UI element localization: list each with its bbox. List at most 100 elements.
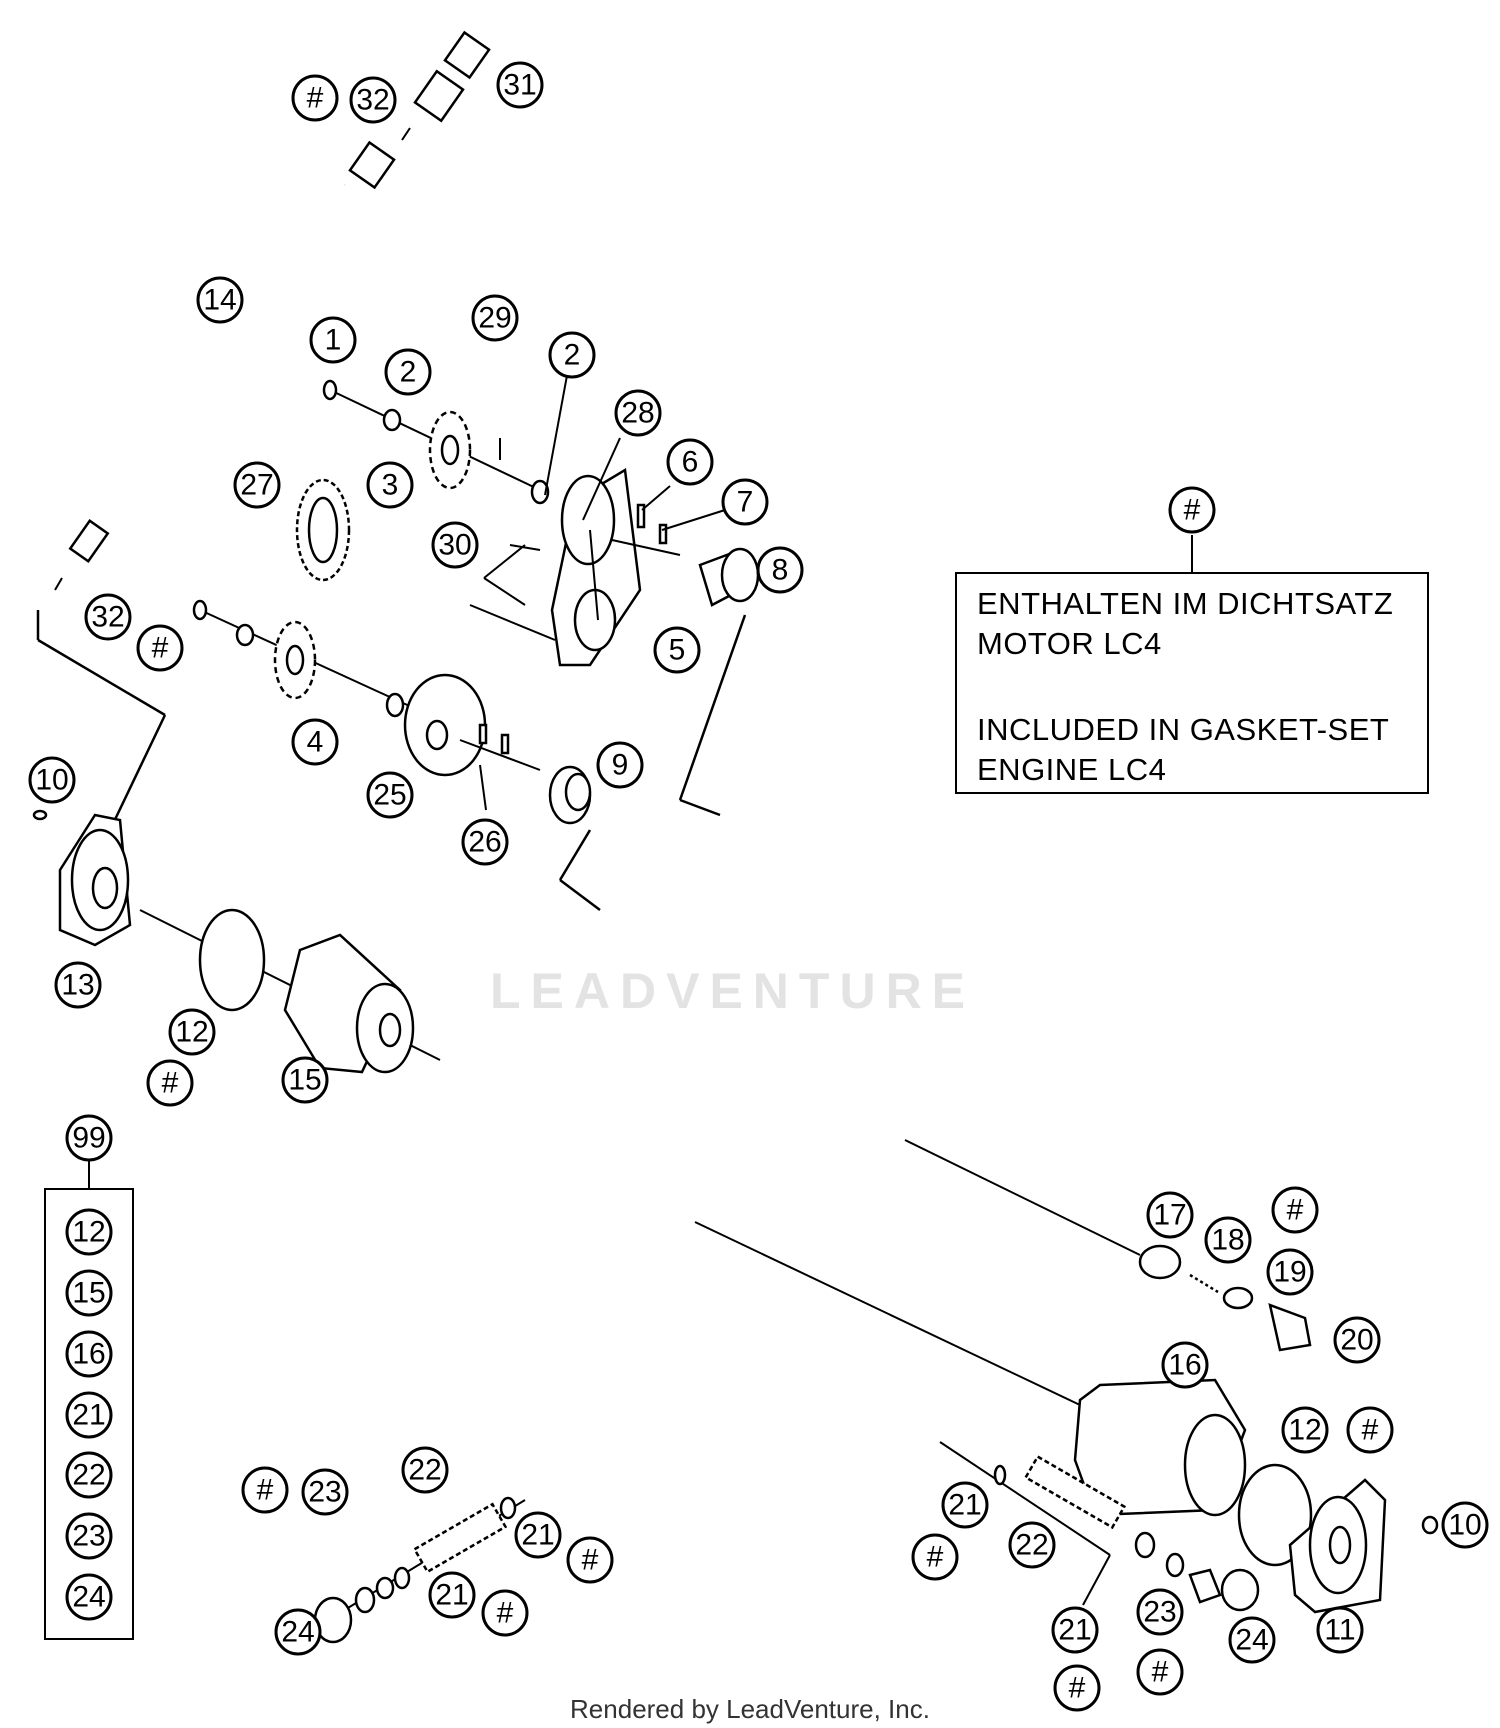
- svg-text:#: #: [1152, 1656, 1169, 1689]
- svg-text:#: #: [497, 1597, 514, 1630]
- callout-31: 31: [496, 61, 544, 109]
- svg-text:#: #: [1362, 1414, 1379, 1447]
- svg-text:14: 14: [203, 284, 236, 317]
- svg-text:12: 12: [1288, 1414, 1321, 1447]
- gasket-set-note: ENTHALTEN IM DICHTSATZ MOTOR LC4 INCLUDE…: [955, 572, 1429, 794]
- callout-24: 24: [1228, 1616, 1276, 1664]
- svg-text:2: 2: [564, 339, 581, 372]
- svg-text:21: 21: [1058, 1614, 1091, 1647]
- gasket-marker: #: [136, 624, 184, 672]
- callout-30: 30: [431, 521, 479, 569]
- kit-item: 12: [65, 1208, 113, 1256]
- svg-text:10: 10: [35, 764, 68, 797]
- svg-text:#: #: [1184, 494, 1201, 527]
- kit-item: 15: [65, 1269, 113, 1317]
- callout-21: 21: [941, 1481, 989, 1529]
- svg-text:#: #: [1069, 1672, 1086, 1705]
- callout-21: 21: [428, 1571, 476, 1619]
- callout-23: 23: [301, 1468, 349, 1516]
- note-line-en-2: ENGINE LC4: [977, 752, 1167, 787]
- note-line-de-1: ENTHALTEN IM DICHTSATZ: [977, 586, 1394, 621]
- svg-text:5: 5: [669, 634, 686, 667]
- svg-text:21: 21: [72, 1399, 105, 1432]
- callout-27: 27: [233, 461, 281, 509]
- svg-text:22: 22: [72, 1459, 105, 1492]
- callout-bubbles: 1 2 2 3 4 5 6 7 8 9 10 10 11 12 12 13 14…: [28, 61, 1489, 1712]
- callout-11: 11: [1316, 1606, 1364, 1654]
- svg-text:2: 2: [400, 356, 417, 389]
- svg-text:10: 10: [1448, 1509, 1481, 1542]
- callout-9: 9: [596, 741, 644, 789]
- note-line-de-2: MOTOR LC4: [977, 626, 1162, 661]
- callout-16: 16: [1161, 1341, 1209, 1389]
- watermark-logo: LEADVENTURE: [490, 963, 976, 1019]
- svg-text:#: #: [307, 82, 324, 115]
- svg-text:22: 22: [408, 1454, 441, 1487]
- callout-1: 1: [309, 316, 357, 364]
- note-line-en-1: INCLUDED IN GASKET-SET: [977, 712, 1390, 747]
- gasket-marker: #: [1168, 486, 1216, 534]
- callout-12: 12: [168, 1008, 216, 1056]
- callout-32: 32: [349, 76, 397, 124]
- kit-box: [44, 1188, 134, 1640]
- svg-text:16: 16: [72, 1338, 105, 1371]
- callout-4: 4: [291, 718, 339, 766]
- svg-text:#: #: [162, 1067, 179, 1100]
- svg-text:23: 23: [72, 1520, 105, 1553]
- svg-text:15: 15: [288, 1064, 321, 1097]
- svg-text:4: 4: [307, 726, 324, 759]
- callout-leaders: [479, 369, 1111, 1606]
- svg-text:32: 32: [356, 84, 389, 117]
- callout-14: 14: [196, 276, 244, 324]
- svg-text:12: 12: [175, 1016, 208, 1049]
- svg-text:9: 9: [612, 749, 629, 782]
- svg-text:#: #: [582, 1544, 599, 1577]
- callout-24: 24: [274, 1608, 322, 1656]
- svg-text:#: #: [152, 632, 169, 665]
- starter-motor-lower: [313, 1139, 1439, 1644]
- svg-text:23: 23: [1143, 1596, 1176, 1629]
- callout-17: 17: [1146, 1191, 1194, 1239]
- gasket-marker: #: [481, 1589, 529, 1637]
- svg-text:20: 20: [1340, 1324, 1373, 1357]
- callout-5: 5: [653, 626, 701, 674]
- svg-text:19: 19: [1273, 1256, 1306, 1289]
- svg-text:27: 27: [240, 469, 273, 502]
- callout-3: 3: [366, 461, 414, 509]
- gasket-marker: #: [1271, 1186, 1319, 1234]
- gasket-marker: #: [1346, 1406, 1394, 1454]
- callout-2: 2: [384, 348, 432, 396]
- kit-item: 23: [65, 1512, 113, 1560]
- callout-15: 15: [281, 1056, 329, 1104]
- svg-text:32: 32: [91, 601, 124, 634]
- callout-10: 10: [28, 756, 76, 804]
- callout-7: 7: [721, 478, 769, 526]
- kit-label: 99: [65, 1114, 113, 1162]
- svg-text:17: 17: [1153, 1199, 1186, 1232]
- svg-text:21: 21: [521, 1519, 554, 1552]
- callout-21: 21: [514, 1511, 562, 1559]
- svg-text:24: 24: [72, 1581, 105, 1614]
- svg-text:3: 3: [382, 469, 399, 502]
- svg-text:16: 16: [1168, 1349, 1201, 1382]
- svg-text:28: 28: [621, 397, 654, 430]
- svg-text:15: 15: [72, 1277, 105, 1310]
- svg-text:#: #: [927, 1541, 944, 1574]
- starter-cable: [54, 30, 491, 591]
- svg-text:26: 26: [468, 826, 501, 859]
- callout-6: 6: [666, 438, 714, 486]
- gasket-marker: #: [1053, 1664, 1101, 1712]
- svg-text:#: #: [1287, 1194, 1304, 1227]
- svg-text:13: 13: [61, 969, 94, 1002]
- gasket-marker: #: [911, 1533, 959, 1581]
- callout-32: 32: [84, 593, 132, 641]
- svg-text:11: 11: [1324, 1614, 1355, 1647]
- kit-item: 24: [65, 1573, 113, 1621]
- svg-text:99: 99: [72, 1122, 105, 1155]
- svg-text:6: 6: [682, 446, 699, 479]
- svg-text:1: 1: [325, 324, 342, 357]
- svg-text:24: 24: [281, 1616, 314, 1649]
- callout-18: 18: [1204, 1216, 1252, 1264]
- callout-19: 19: [1266, 1248, 1314, 1296]
